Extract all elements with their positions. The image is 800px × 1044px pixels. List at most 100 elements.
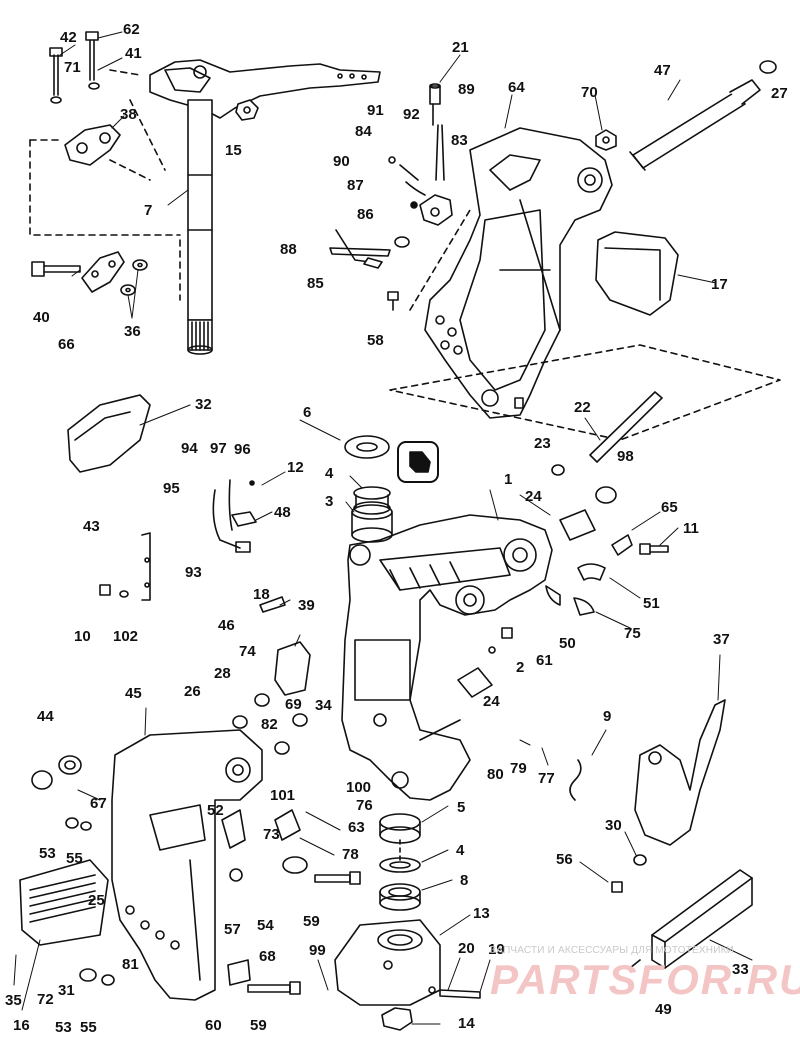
callout-99: 99	[309, 942, 326, 959]
callout-34: 34	[315, 697, 332, 714]
callout-78: 78	[342, 846, 359, 863]
callout-81: 81	[122, 956, 139, 973]
callout-45: 45	[125, 685, 142, 702]
callout-86: 86	[357, 206, 374, 223]
callout-57: 57	[224, 921, 241, 938]
callout-90: 90	[333, 153, 350, 170]
callout-21: 21	[452, 39, 469, 56]
callout-10: 10	[74, 628, 91, 645]
callout-35: 35	[5, 992, 22, 1009]
callout-12: 12	[287, 459, 304, 476]
callout-94: 94	[181, 440, 198, 457]
callout-97: 97	[210, 440, 227, 457]
callout-37: 37	[713, 631, 730, 648]
callout-24: 24	[525, 488, 542, 505]
watermark: ЗАПЧАСТИ И АКСЕССУАРЫ ДЛЯ МОТОТЕХНИКИ PA…	[490, 945, 800, 1004]
callout-102: 102	[113, 628, 139, 645]
callout-30: 30	[605, 817, 622, 834]
callout-11: 11	[683, 520, 699, 537]
callout-65: 65	[661, 499, 678, 516]
swivel-bracket	[389, 60, 781, 441]
callout-36: 36	[124, 323, 141, 340]
callout-50: 50	[559, 635, 576, 652]
callout-87: 87	[347, 177, 364, 194]
callout-25: 25	[88, 892, 105, 909]
callout-20: 20	[458, 940, 475, 957]
lower-steering-parts	[334, 813, 481, 1031]
callout-71: 71	[64, 59, 81, 76]
callout-101: 101	[270, 787, 296, 804]
callout-39: 39	[298, 597, 315, 614]
callout-63: 63	[348, 819, 365, 836]
callout-68: 68	[259, 948, 276, 965]
callout-33: 33	[732, 961, 749, 978]
callout-49: 49	[655, 1001, 672, 1018]
callout-70: 70	[581, 84, 598, 101]
callout-56: 56	[556, 851, 573, 868]
callout-32: 32	[195, 396, 212, 413]
callout-77: 77	[538, 770, 555, 787]
callout-17: 17	[711, 276, 728, 293]
trim-sender-parts	[329, 83, 453, 311]
watermark-tagline: ЗАПЧАСТИ И АКСЕССУАРЫ ДЛЯ МОТОТЕХНИКИ	[490, 945, 735, 956]
callout-59: 59	[303, 913, 320, 930]
callout-80: 80	[487, 766, 504, 783]
callout-53: 53	[55, 1019, 72, 1036]
callout-53: 53	[39, 845, 56, 862]
callout-6: 6	[303, 404, 312, 421]
callout-98: 98	[617, 448, 634, 465]
leader-lines	[13, 31, 753, 1025]
callout-92: 92	[403, 106, 420, 123]
callout-73: 73	[263, 826, 280, 843]
callout-82: 82	[261, 716, 278, 733]
callout-38: 38	[120, 106, 137, 123]
callout-2: 2	[516, 659, 525, 676]
callout-23: 23	[534, 435, 551, 452]
callout-14: 14	[458, 1015, 475, 1032]
callout-28: 28	[214, 665, 231, 682]
callout-44: 44	[37, 708, 54, 725]
callout-22: 22	[574, 399, 591, 416]
callout-51: 51	[643, 595, 660, 612]
clamp-bracket	[341, 391, 669, 801]
callout-74: 74	[239, 643, 256, 660]
callout-41: 41	[125, 45, 142, 62]
callout-13: 13	[473, 905, 490, 922]
callout-27: 27	[771, 85, 788, 102]
callout-5: 5	[457, 799, 466, 816]
callout-52: 52	[207, 802, 224, 819]
callout-61: 61	[536, 652, 553, 669]
watermark-logo: PARTSFOR.RU	[490, 956, 800, 1003]
callout-9: 9	[603, 708, 612, 725]
callout-31: 31	[58, 982, 75, 999]
callout-66: 66	[58, 336, 75, 353]
callout-96: 96	[234, 441, 251, 458]
callout-4: 4	[325, 465, 334, 482]
callout-47: 47	[654, 62, 671, 79]
callout-67: 67	[90, 795, 107, 812]
callout-19: 19	[488, 941, 505, 958]
callout-85: 85	[307, 275, 324, 292]
callout-26: 26	[184, 683, 201, 700]
callout-89: 89	[458, 81, 475, 98]
callout-55: 55	[80, 1019, 97, 1036]
callout-79: 79	[510, 760, 527, 777]
callout-43: 43	[83, 518, 100, 535]
callout-76: 76	[356, 797, 373, 814]
callout-15: 15	[225, 142, 242, 159]
callout-40: 40	[33, 309, 50, 326]
callout-8: 8	[460, 872, 469, 889]
callout-83: 83	[451, 132, 468, 149]
callout-64: 64	[508, 79, 525, 96]
callout-16: 16	[13, 1017, 30, 1034]
callout-60: 60	[205, 1017, 222, 1034]
callout-46: 46	[218, 617, 235, 634]
sender-wires	[99, 479, 257, 601]
steering-arm-shaft	[29, 31, 381, 355]
callout-95: 95	[163, 480, 180, 497]
callout-84: 84	[355, 123, 372, 140]
callout-59: 59	[250, 1017, 267, 1034]
callout-91: 91	[367, 102, 384, 119]
callout-62: 62	[123, 21, 140, 38]
